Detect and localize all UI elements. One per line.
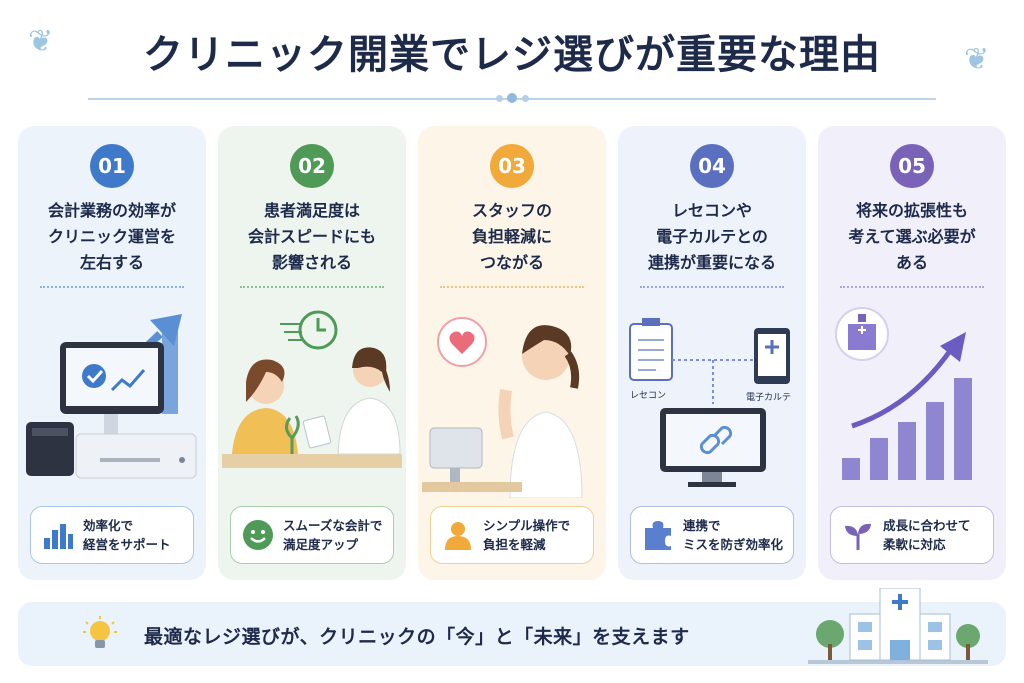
card-number: 05: [890, 144, 934, 188]
benefit-pill: スムーズな会計で満足度アップ: [230, 506, 394, 564]
reception-illustration: [222, 310, 402, 468]
card-number: 02: [290, 144, 334, 188]
card-heading: 患者満足度は会計スピードにも影響される: [247, 201, 376, 272]
leaf-decoration-icon: ❦: [964, 42, 990, 77]
lightbulb-icon: [83, 616, 117, 648]
divider-dot: [522, 95, 529, 102]
hospital-building-illustration: [808, 588, 988, 664]
reason-card-03: 03 スタッフの負担軽減につながる シンプル操作で負担を軽減: [418, 126, 606, 580]
reason-card-02: 02 患者満足度は会計スピードにも影響される スムーズな会計で満足度アップ: [218, 126, 406, 580]
reason-card-05: 05 将来の拡張性も考えて選ぶ必要がある 成長に合わせて柔軟に対応: [818, 126, 1006, 580]
card-number: 01: [90, 144, 134, 188]
emr-label: 電子カルテ: [746, 392, 791, 403]
puzzle-icon: [645, 521, 671, 550]
card-divider: [240, 286, 384, 288]
card-heading: 会計業務の効率がクリニック運営を左右する: [47, 201, 176, 272]
card-divider: [40, 286, 184, 288]
smile-icon: [243, 520, 273, 550]
benefit-pill: 成長に合わせて柔軟に対応: [830, 506, 994, 564]
receipt-computer-label: レセコン: [630, 390, 666, 401]
divider-dot: [507, 93, 517, 103]
card-number: 03: [490, 144, 534, 188]
card-divider: [440, 286, 584, 288]
person-icon: [445, 522, 471, 550]
pos-register-illustration: [26, 314, 197, 479]
staff-illustration: [422, 317, 583, 498]
card-number: 04: [690, 144, 734, 188]
benefit-pill: 連携でミスを防ぎ効率化: [630, 506, 794, 564]
benefit-pill: シンプル操作で負担を軽減: [430, 506, 594, 564]
card-divider: [840, 286, 984, 288]
reason-card-01: 01 会計業務の効率がクリニック運営を左右する 効率化で経営をサポート: [18, 126, 206, 580]
summary-banner: 最適なレジ選びが、クリニックの「今」と「未来」を支えます: [18, 588, 1006, 666]
reason-card-04: 04 レセコンや電子カルテとの連携が重要になる レセコン 電子カルテ 連携でミス…: [618, 126, 806, 580]
card-heading: レセコンや電子カルテとの連携が重要になる: [647, 201, 776, 272]
summary-text: 最適なレジ選びが、クリニックの「今」と「未来」を支えます: [144, 626, 690, 648]
page-title: クリニック開業でレジ選びが重要な理由: [143, 32, 881, 78]
system-link-illustration: レセコン 電子カルテ: [629, 318, 791, 487]
leaf-decoration-icon: ❦: [28, 24, 54, 59]
card-heading: スタッフの負担軽減につながる: [471, 201, 552, 272]
bar-chart-icon: [44, 524, 73, 549]
benefit-pill: 効率化で経営をサポート: [30, 506, 194, 564]
card-divider: [640, 286, 784, 288]
card-heading: 将来の拡張性も考えて選ぶ必要がある: [848, 201, 976, 272]
growth-chart-illustration: [835, 307, 972, 480]
sprout-icon: [845, 523, 871, 550]
divider-dot: [496, 95, 503, 102]
